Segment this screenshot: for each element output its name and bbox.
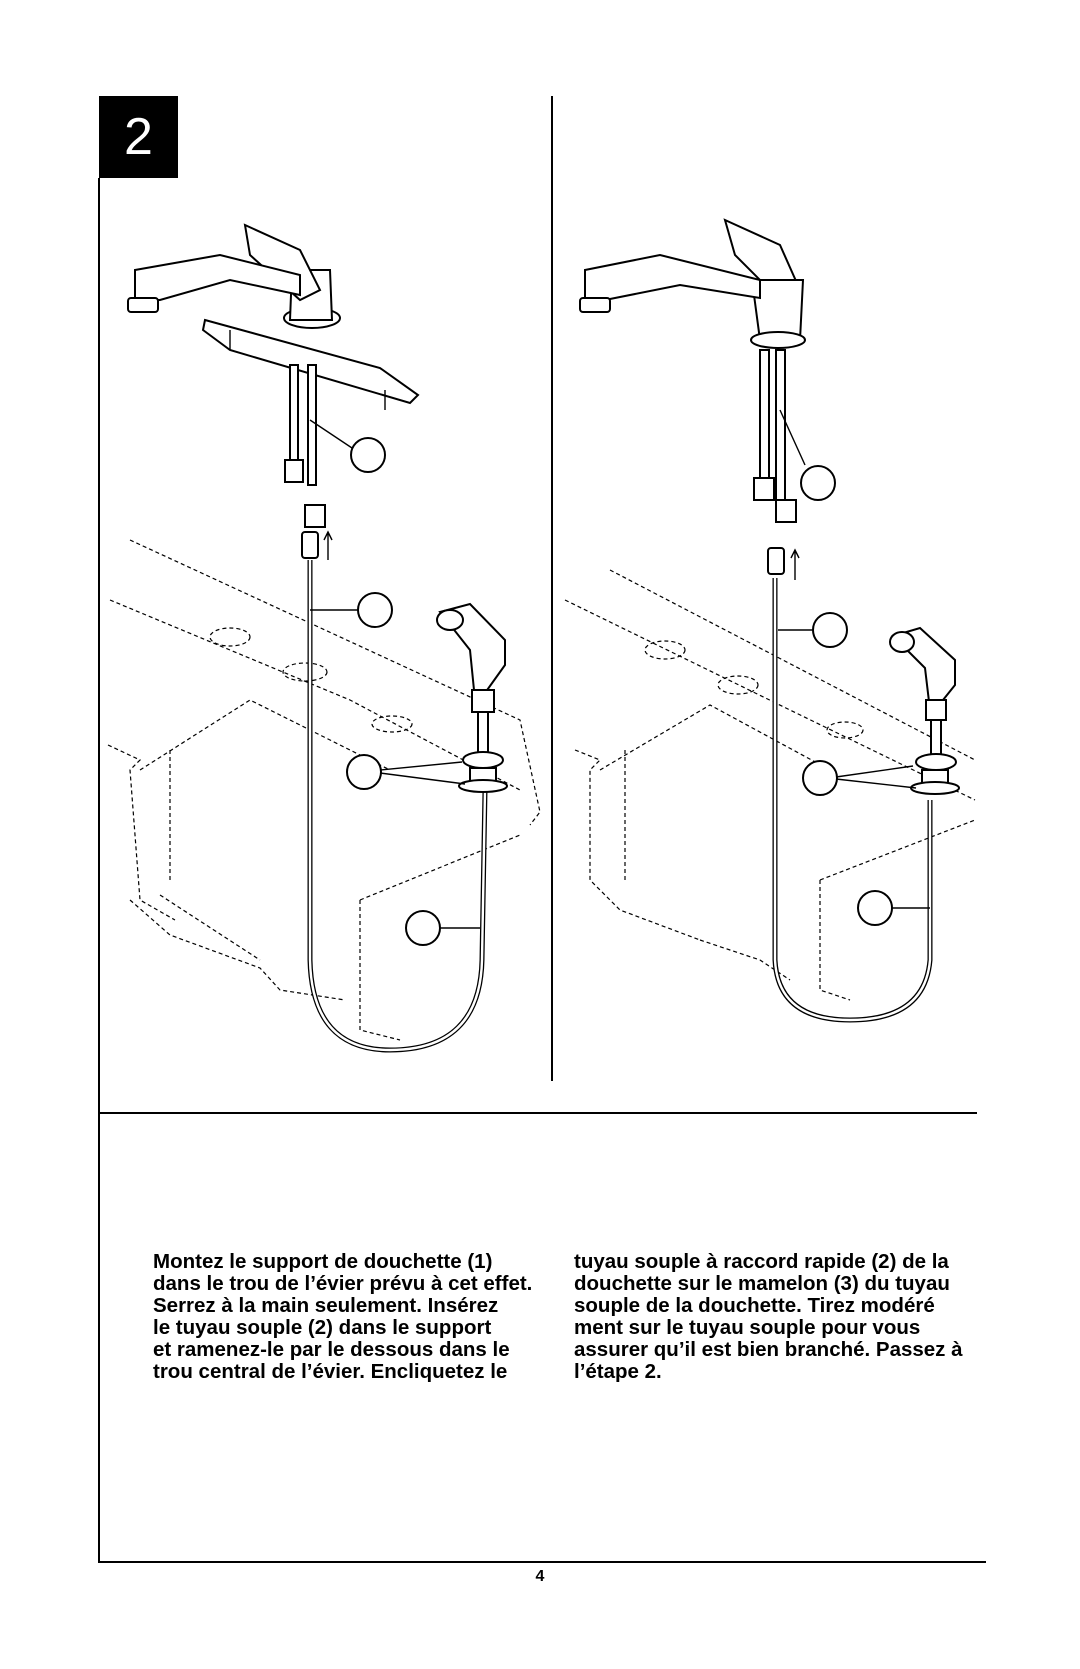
left-frame-rule [98, 178, 100, 1562]
right-illustration-sink [564, 569, 976, 1001]
center-divider-rule [551, 96, 553, 1081]
right-illustration-hose-sprayer [767, 547, 960, 1023]
step-number-badge: 2 [99, 96, 178, 178]
middle-horizontal-rule [98, 1112, 977, 1114]
bottom-horizontal-rule [98, 1561, 986, 1563]
left-illustration-hose-sprayer [301, 530, 508, 1053]
step-number: 2 [124, 108, 153, 166]
left-illustration-faucet [127, 223, 420, 528]
instructions-right-column: tuyau souple à raccord rapide (2) de la … [574, 1250, 963, 1383]
page-number: 4 [535, 1568, 545, 1585]
instructions-left-column: Montez le support de douchette (1) dans … [153, 1250, 533, 1383]
right-illustration-faucet [579, 218, 836, 523]
